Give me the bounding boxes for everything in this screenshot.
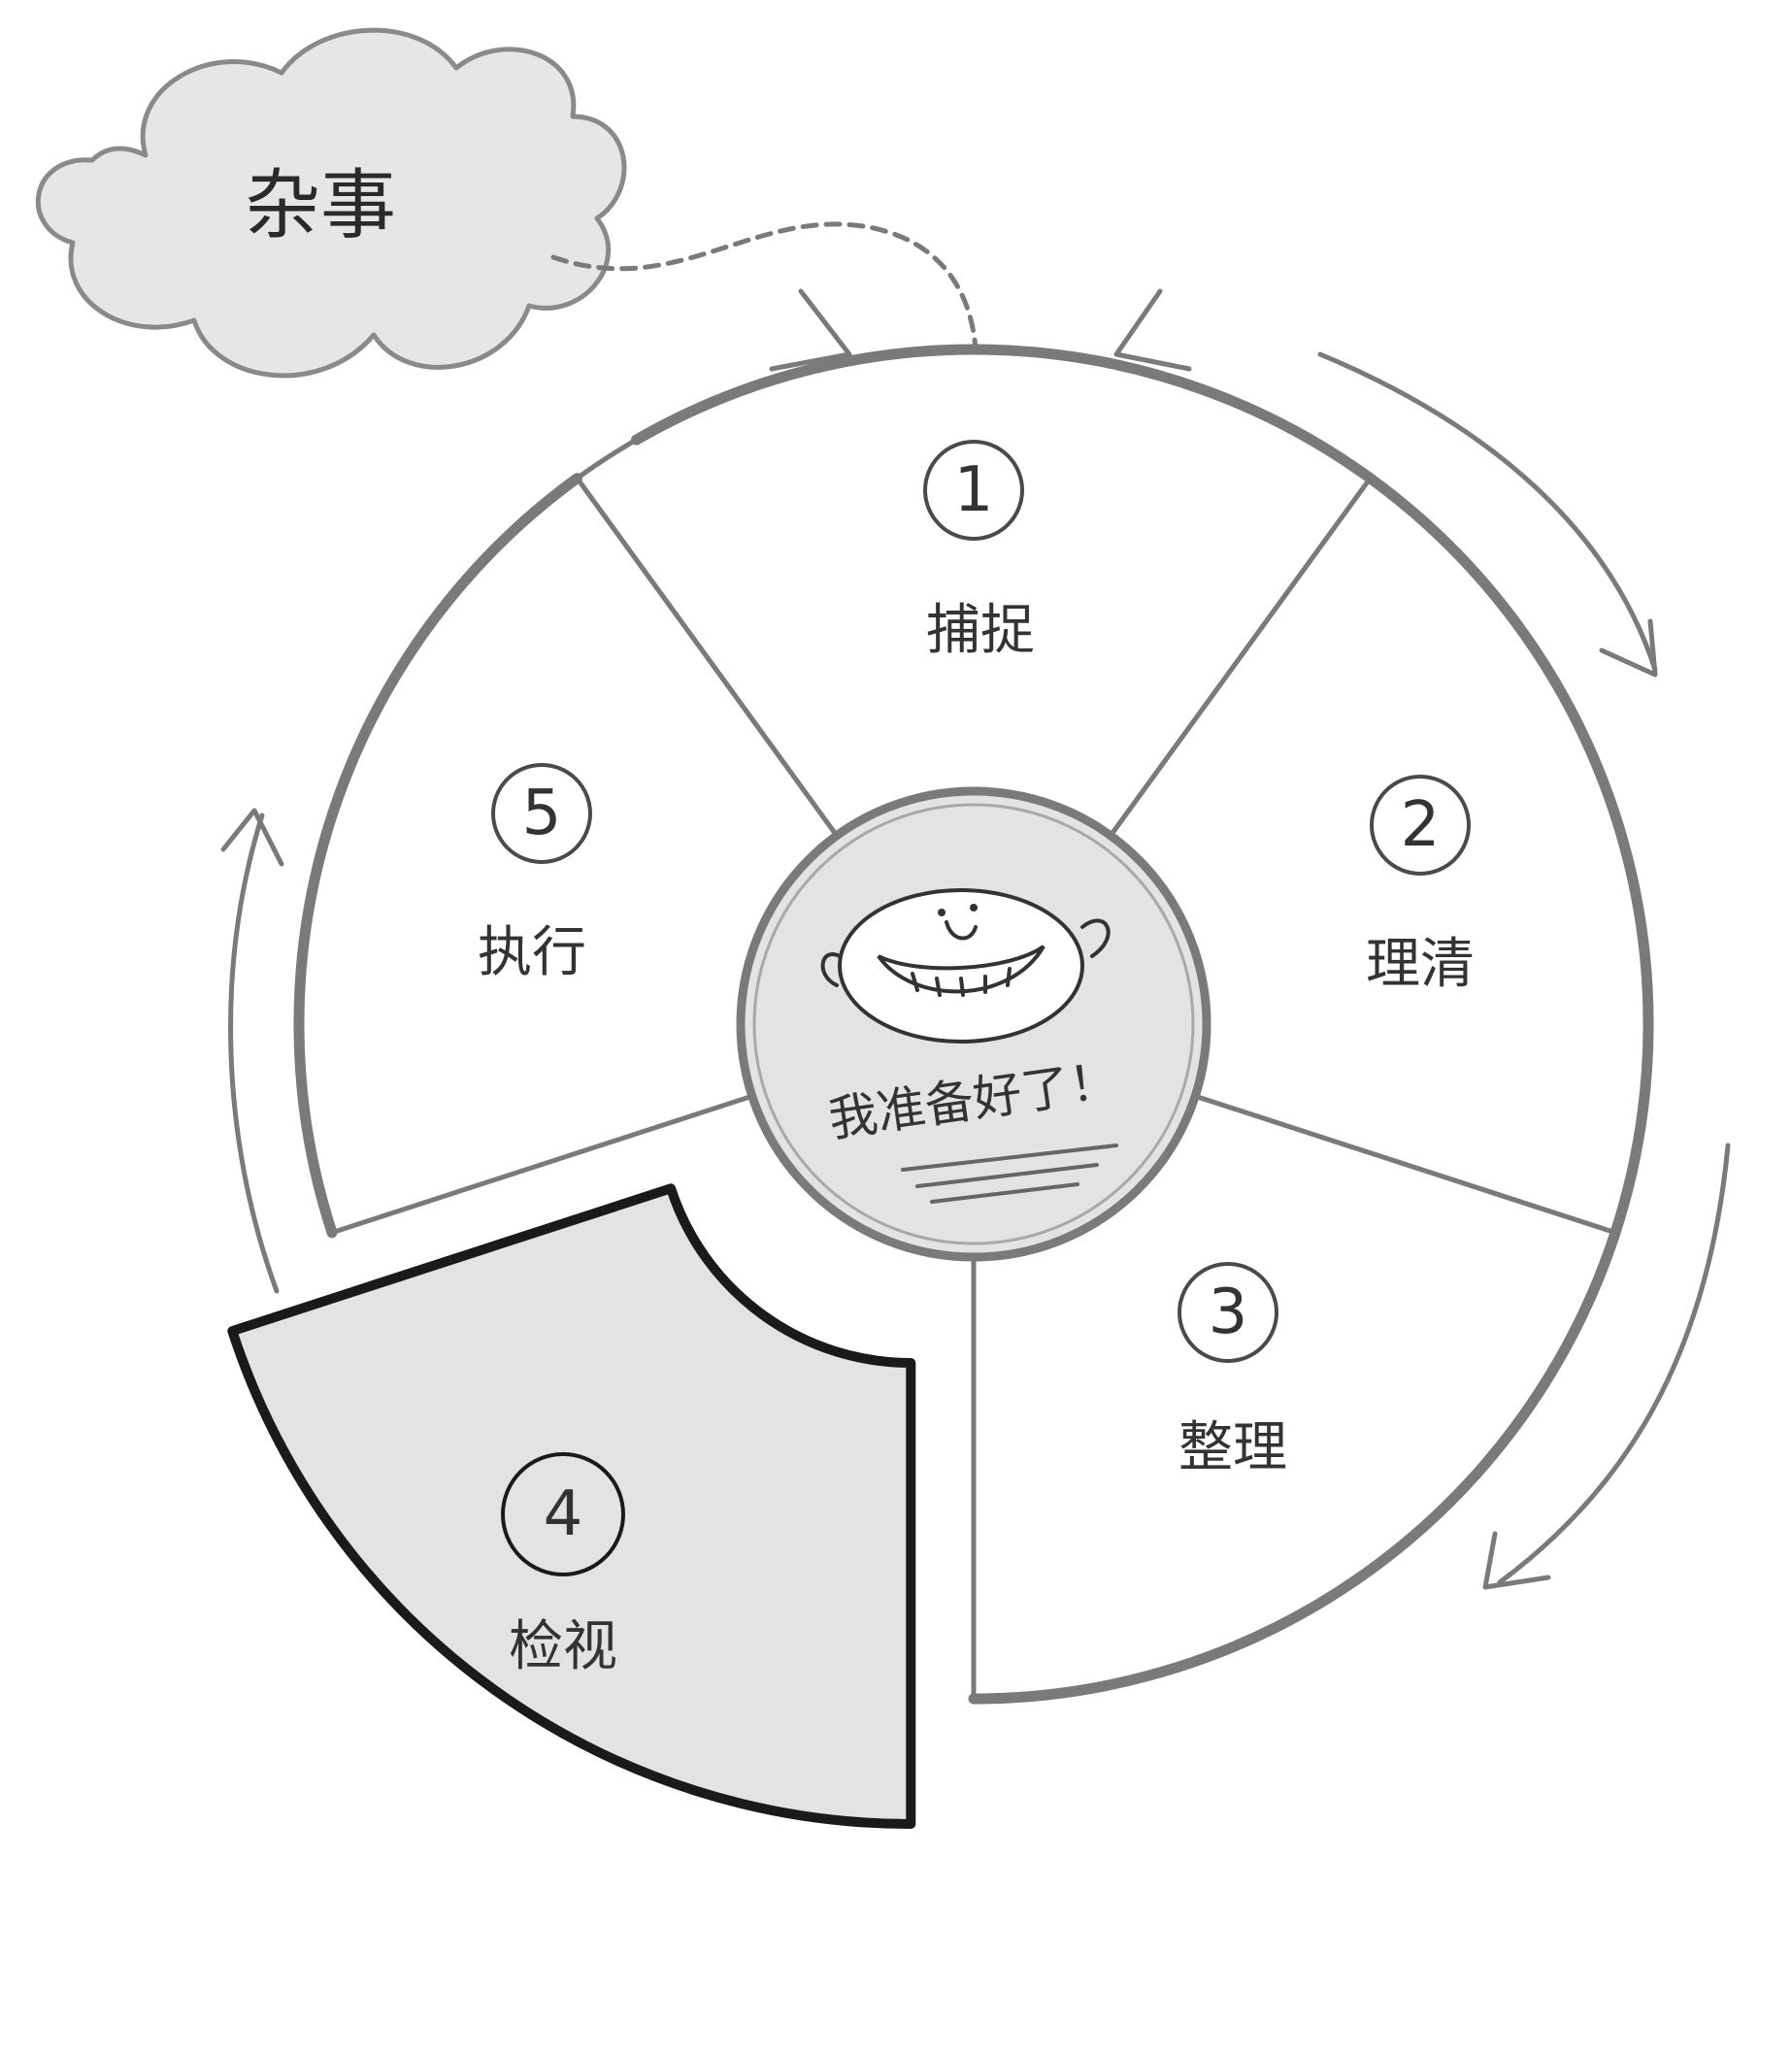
arrow-left — [231, 815, 277, 1291]
step-label: 捕捉 — [926, 599, 1035, 662]
stuff-cloud: 杂事 — [38, 30, 624, 376]
step-number: 3 — [1209, 1277, 1248, 1348]
arrowhead-top-right — [1116, 291, 1189, 369]
step-label: 整理 — [1178, 1416, 1287, 1479]
cloud-label: 杂事 — [245, 162, 396, 249]
step-label: 检视 — [509, 1615, 617, 1678]
step-label: 理清 — [1366, 933, 1475, 996]
arrowhead-top-left — [772, 291, 849, 369]
step-number: 5 — [522, 778, 562, 849]
step-number: 1 — [954, 454, 994, 526]
step-number: 2 — [1401, 789, 1441, 861]
step-label: 执行 — [478, 921, 586, 984]
hub: 我准备好了！ — [741, 791, 1207, 1257]
step-number: 4 — [544, 1478, 583, 1550]
